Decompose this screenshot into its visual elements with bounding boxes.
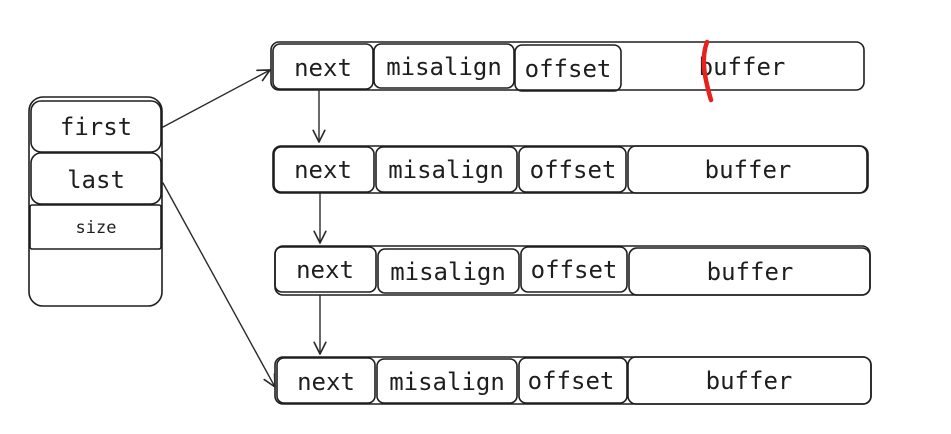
chain-node-4-misalign-cell <box>376 358 518 404</box>
red-strike-mark <box>701 39 714 103</box>
field-size <box>29 204 162 250</box>
arrow-last-to-node-4 <box>162 182 276 388</box>
chain-node-3-offset: offset <box>531 256 618 284</box>
field-last <box>30 152 162 205</box>
field-size-label: size <box>76 218 117 238</box>
chain-node-2-next-cell <box>273 146 375 193</box>
chain-node-4-buffer: buffer <box>706 367 793 395</box>
chain-node-1: next misalign offset buffer <box>270 39 865 103</box>
chain-node-4: next misalign offset buffer <box>274 356 872 405</box>
chain-node-2-buffer: buffer <box>705 156 792 184</box>
chain-node-3-offset-cell <box>520 246 628 293</box>
chain-node-2: next misalign offset buffer <box>272 145 869 194</box>
chain-node-2-outline <box>272 145 869 194</box>
chain-node-1-offset: offset <box>525 55 612 83</box>
chain-node-3-buffer: buffer <box>707 258 794 286</box>
chain-node-2-next: next <box>294 156 352 184</box>
chain-node-1-next-cell <box>272 43 374 90</box>
chain-node-2-misalign-cell <box>375 146 518 193</box>
chain-node-3-misalign-cell <box>377 248 520 294</box>
chain-node-1-outline <box>270 41 865 91</box>
chain-node-2-misalign: misalign <box>388 156 504 184</box>
chain-node-1-misalign-cell <box>373 43 515 89</box>
chain-node-3-buffer-cell <box>628 247 871 296</box>
chain-node-4-next-cell <box>276 357 376 404</box>
arrow-first-to-node-1 <box>162 69 271 128</box>
chain-node-3-misalign: misalign <box>390 258 506 286</box>
field-first <box>30 100 162 153</box>
chain-node-4-next: next <box>297 368 355 396</box>
chain-node-2-offset: offset <box>530 156 617 184</box>
chain-node-1-misalign: misalign <box>386 53 502 81</box>
chain-node-4-misalign: misalign <box>389 368 505 396</box>
chain-node-2-buffer-cell <box>627 145 868 194</box>
chain-node-4-buffer-cell <box>627 356 872 405</box>
chain-node-2-offset-cell <box>518 146 627 193</box>
header-outline <box>28 96 163 307</box>
field-last-label: last <box>67 166 125 194</box>
chain-node-1-next: next <box>294 54 352 82</box>
chain-node-3-next: next <box>296 256 354 284</box>
chain-node-3: next misalign offset buffer <box>274 245 871 296</box>
chain-node-1-buffer: buffer <box>699 53 786 81</box>
field-first-label: first <box>60 113 132 141</box>
header-struct: first last size <box>28 96 163 307</box>
chain-node-4-offset: offset <box>528 367 615 395</box>
chain-node-3-next-cell <box>274 246 377 293</box>
chain-node-4-offset-cell <box>518 357 628 404</box>
chain-node-1-offset-cell <box>514 44 622 92</box>
